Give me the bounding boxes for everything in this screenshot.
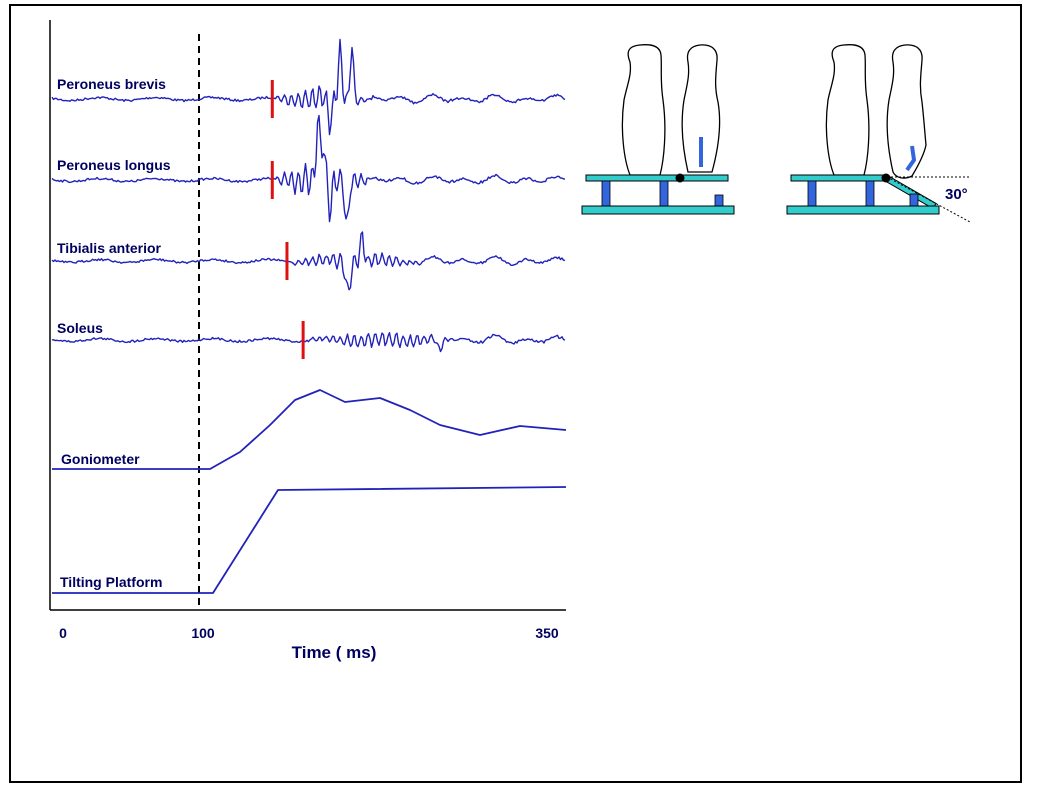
platform-base	[786, 205, 940, 215]
tilt-angle-label: 30°	[945, 186, 968, 203]
series-label-soleus: Soleus	[57, 320, 103, 336]
leg-left	[825, 44, 870, 176]
trace-peroneus-longus	[51, 114, 565, 223]
series-label-tilting-platform: Tilting Platform	[60, 574, 162, 590]
tilt-support-bar	[699, 137, 703, 167]
platform-diagram-tilted: 30°	[786, 44, 971, 223]
platform-diagram-neutral	[581, 44, 735, 215]
platform-base	[581, 205, 735, 215]
trace-tilting-platform	[52, 486, 567, 594]
pivot-point	[675, 173, 685, 183]
x-tick-label: 350	[535, 625, 559, 641]
trace-tibialis-anterior	[51, 231, 566, 291]
leg-right-tilted	[886, 44, 927, 179]
pivot-point	[881, 173, 891, 183]
traces-group	[51, 38, 567, 594]
platform-leg	[601, 180, 611, 207]
platform-leg	[714, 194, 724, 207]
leg-right	[681, 44, 721, 173]
series-label-peroneus-longus: Peroneus longus	[57, 157, 171, 173]
platform-leg	[807, 180, 817, 207]
platform-leg	[865, 180, 875, 207]
tilt-support-bar	[905, 145, 917, 172]
x-tick-label: 100	[191, 625, 215, 641]
series-label-goniometer: Goniometer	[61, 451, 140, 467]
platform-leg	[659, 180, 669, 207]
series-label-peroneus-brevis: Peroneus brevis	[57, 76, 166, 92]
leg-left	[621, 44, 666, 176]
trace-soleus	[51, 332, 566, 353]
platform-top	[585, 174, 729, 182]
trace-peroneus-brevis	[51, 38, 566, 136]
platform-leg	[909, 193, 919, 207]
x-tick-label: 0	[59, 625, 67, 641]
x-axis-title: Time ( ms)	[292, 643, 377, 662]
series-label-tibialis-anterior: Tibialis anterior	[57, 240, 162, 256]
trace-goniometer	[52, 389, 567, 470]
platform-top	[790, 174, 888, 182]
